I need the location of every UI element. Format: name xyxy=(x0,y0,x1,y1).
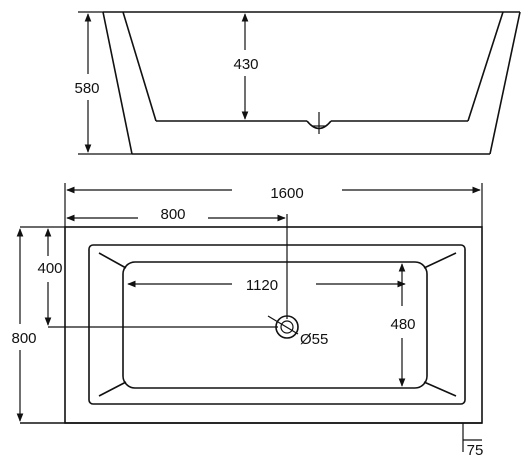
half-length-label: 800 xyxy=(160,206,185,223)
width-label: 800 xyxy=(11,330,36,347)
side-inner-left-wall xyxy=(122,11,157,122)
basin-floor xyxy=(122,261,428,389)
side-outer-left-wall xyxy=(102,11,133,155)
height-label: 580 xyxy=(74,80,99,97)
corner-slope-tl xyxy=(98,252,127,269)
depth-label: 430 xyxy=(233,56,258,73)
top-outer-rim xyxy=(64,226,483,424)
basin-outer-edge xyxy=(88,244,466,405)
side-drain-icon xyxy=(306,112,332,134)
length-label: 1600 xyxy=(270,185,303,202)
drain-offset-label: 400 xyxy=(37,260,62,277)
skirt-label: 75 xyxy=(467,442,484,459)
corner-slope-bl xyxy=(98,381,127,397)
side-inner-right-wall xyxy=(467,11,504,122)
top-view: 1600 800 1120 480 Ø55 xyxy=(11,183,483,459)
side-outer-right-wall xyxy=(489,11,521,155)
inner-width-label: 480 xyxy=(390,316,415,333)
corner-slope-br xyxy=(423,381,457,397)
side-view: 580 430 xyxy=(74,11,521,155)
drain-diameter-label: Ø55 xyxy=(300,331,328,348)
inner-length-label: 1120 xyxy=(246,277,278,294)
drain-icon xyxy=(267,315,299,339)
corner-slope-tr xyxy=(423,252,457,269)
